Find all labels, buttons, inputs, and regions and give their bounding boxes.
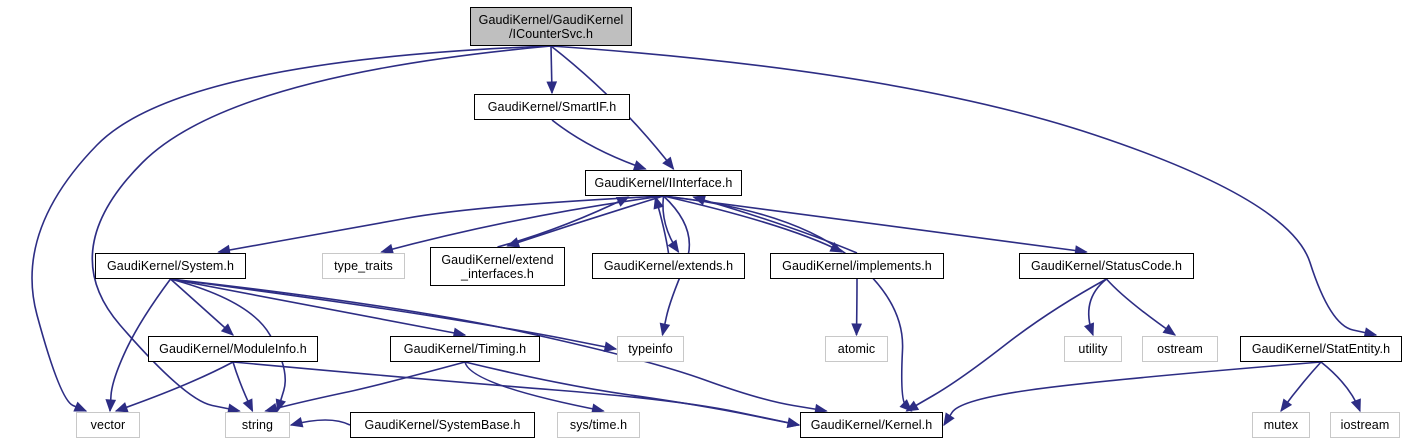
arrowhead-extends-to-iinterface — [653, 195, 664, 210]
edge-timing-to-string — [265, 361, 466, 412]
arrowhead-iinterface-to-type_traits — [380, 243, 394, 255]
edge-timing-to-systime — [464, 361, 604, 412]
edge-timing-to-kernel — [464, 361, 800, 426]
graph-node-statentity[interactable]: GaudiKernel/StatEntity.h — [1240, 336, 1402, 362]
edge-statuscode-to-kernel — [906, 278, 1107, 412]
arrowhead-systembase-to-string — [289, 416, 304, 428]
graph-node-statuscode[interactable]: GaudiKernel/StatusCode.h — [1019, 253, 1194, 279]
arrowhead-statentity-to-mutex — [1280, 398, 1293, 413]
arrowhead-implements-to-iinterface — [692, 195, 707, 206]
graph-node-extend_int[interactable]: GaudiKernel/extend _interfaces.h — [430, 247, 565, 286]
edge-system-to-vector — [109, 278, 172, 412]
edge-system-to-kernel — [170, 278, 827, 412]
graph-node-vector[interactable]: vector — [76, 412, 140, 438]
arrowhead-moduleinfo-to-string — [242, 398, 254, 413]
graph-node-utility[interactable]: utility — [1064, 336, 1122, 362]
arrowhead-timing-to-kernel — [786, 417, 801, 428]
graph-node-type_traits[interactable]: type_traits — [322, 253, 405, 279]
edge-statentity-to-kernel — [943, 361, 1322, 426]
graph-node-mutex[interactable]: mutex — [1252, 412, 1310, 438]
edge-system-to-moduleinfo — [169, 278, 234, 336]
arrowhead-system-to-moduleinfo — [220, 323, 234, 336]
arrowhead-timing-to-string — [264, 403, 278, 414]
arrowhead-icountersvc-to-smartif — [546, 81, 558, 95]
graph-node-implements[interactable]: GaudiKernel/implements.h — [770, 253, 944, 279]
arrowhead-statuscode-to-kernel — [905, 400, 920, 412]
graph-node-iostream[interactable]: iostream — [1330, 412, 1400, 438]
edge-smartif-to-iinterface — [551, 119, 646, 170]
edge-iinterface-to-type_traits — [381, 195, 664, 253]
edge-iinterface-to-extend_int — [507, 195, 664, 247]
edge-icountersvc-to-vector — [31, 45, 552, 412]
edge-iinterface-to-statuscode — [663, 195, 1087, 253]
edge-iinterface-to-system — [218, 195, 664, 253]
arrowhead-iinterface-to-extends — [667, 239, 680, 254]
graph-node-systime[interactable]: sys/time.h — [557, 412, 640, 438]
edge-implements-to-iinterface — [693, 196, 858, 254]
arrowhead-statentity-to-kernel — [943, 412, 955, 427]
arrowhead-moduleinfo-to-vector — [114, 402, 129, 413]
edge-system-to-typeinfo — [170, 278, 617, 350]
graph-node-atomic[interactable]: atomic — [825, 336, 888, 362]
graph-node-typeinfo[interactable]: typeinfo — [617, 336, 684, 362]
edge-icountersvc-to-string — [91, 45, 552, 412]
arrowhead-icountersvc-to-vector — [73, 401, 88, 412]
edge-icountersvc-to-statentity — [550, 45, 1377, 336]
arrowhead-icountersvc-to-iinterface — [662, 156, 675, 171]
arrowhead-statentity-to-iostream — [1350, 398, 1361, 413]
arrowhead-statuscode-to-ostream — [1162, 324, 1177, 336]
graph-node-ostream[interactable]: ostream — [1142, 336, 1218, 362]
graph-node-moduleinfo[interactable]: GaudiKernel/ModuleInfo.h — [148, 336, 318, 362]
edge-system-to-string — [170, 278, 287, 412]
arrowhead-iinterface-to-typeinfo — [659, 322, 671, 337]
graph-node-smartif[interactable]: GaudiKernel/SmartIF.h — [474, 94, 630, 120]
arrowhead-extend_int-to-iinterface — [615, 196, 630, 207]
graph-node-kernel[interactable]: GaudiKernel/Kernel.h — [800, 412, 943, 438]
graph-node-systembase[interactable]: GaudiKernel/SystemBase.h — [350, 412, 535, 438]
graph-node-icountersvc[interactable]: GaudiKernel/GaudiKernel /ICounterSvc.h — [470, 7, 632, 46]
arrowhead-system-to-vector — [105, 399, 117, 413]
arrowhead-implements-to-atomic — [851, 323, 863, 337]
edge-moduleinfo-to-vector — [115, 361, 234, 412]
arrowhead-statuscode-to-utility — [1083, 322, 1095, 337]
graph-node-timing[interactable]: GaudiKernel/Timing.h — [390, 336, 540, 362]
graph-node-extends[interactable]: GaudiKernel/extends.h — [592, 253, 745, 279]
arrowhead-system-to-string — [275, 398, 286, 413]
graph-node-system[interactable]: GaudiKernel/System.h — [95, 253, 246, 279]
edge-extend_int-to-iinterface — [497, 196, 629, 248]
graph-node-string[interactable]: string — [225, 412, 290, 438]
arrowhead-system-to-typeinfo — [603, 341, 618, 353]
edge-system-to-timing — [170, 278, 466, 336]
arrowhead-smartif-to-iinterface — [632, 160, 647, 171]
edge-iinterface-to-implements — [663, 195, 843, 253]
edge-statuscode-to-ostream — [1105, 278, 1176, 336]
graph-node-iinterface[interactable]: GaudiKernel/IInterface.h — [585, 170, 742, 196]
